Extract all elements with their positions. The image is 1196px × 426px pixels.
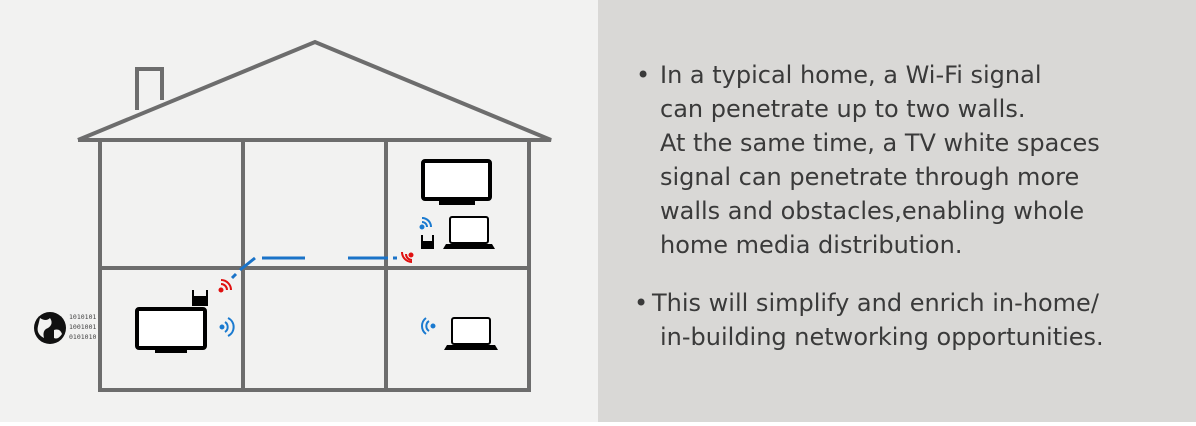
- tvws-signal-icon: [401, 251, 414, 263]
- wifi-signal-icon: [419, 217, 432, 230]
- house-walls: [98, 138, 531, 392]
- tvws-signal-icon: [218, 279, 232, 293]
- chimney: [135, 67, 164, 110]
- tvws-link-line: [230, 256, 397, 280]
- bullet-line: In a typical home, a Wi-Fi signal: [660, 61, 1042, 89]
- laptop-icon: [443, 216, 495, 249]
- bullet-wifi-vs-tvws: • In a typical home, a Wi-Fi signal can …: [636, 58, 1100, 262]
- bullet-line: signal can penetrate through more: [660, 163, 1080, 191]
- roof: [77, 39, 552, 142]
- bullet-networking: • This will simplify and enrich in-home/…: [634, 286, 1104, 354]
- bullet-line: At the same time, a TV white spaces: [660, 129, 1100, 157]
- tvws-adapter-icon: [192, 290, 208, 306]
- house-diagram: 1010101 1001001 0101010: [34, 39, 552, 392]
- bullet-line: can penetrate up to two walls.: [660, 95, 1026, 123]
- text-panel: • In a typical home, a Wi-Fi signal can …: [598, 0, 1196, 422]
- binary-data-text-1: 1010101: [69, 313, 96, 321]
- bullet-line: in-building networking opportunities.: [660, 323, 1104, 351]
- globe-icon: [34, 312, 66, 344]
- tv-icon: [421, 159, 492, 205]
- binary-data-text-2: 1001001: [69, 323, 96, 331]
- tvws-adapter-icon: [421, 235, 434, 249]
- wifi-signal-icon: [421, 317, 436, 335]
- bullet-line: home media distribution.: [660, 231, 963, 259]
- bullet-line: walls and obstacles,enabling whole: [660, 197, 1085, 225]
- binary-data-text-3: 0101010: [69, 333, 96, 341]
- laptop-icon: [444, 317, 498, 350]
- bullet-line: This will simplify and enrich in-home/: [652, 289, 1099, 317]
- tv-icon: [135, 307, 207, 353]
- house-diagram-panel: 1010101 1001001 0101010: [0, 0, 598, 422]
- wifi-signal-icon: [219, 317, 235, 337]
